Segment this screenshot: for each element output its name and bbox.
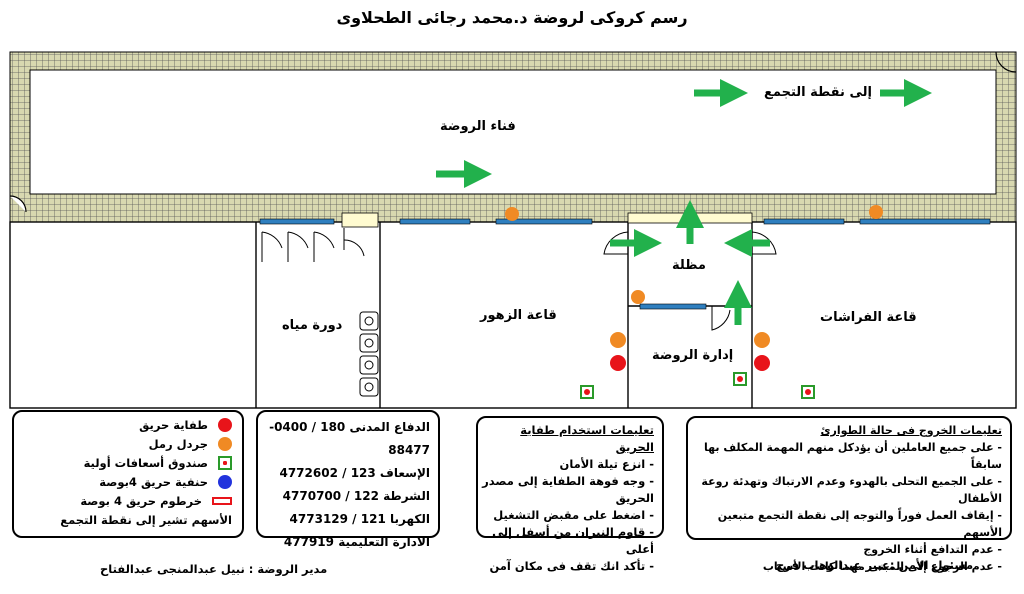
instruction-item: - وجه فوهة الطفاية إلى مصدر الحريق	[482, 474, 654, 505]
legend-item: الأسهم تشير إلى نقطة التجمع	[60, 512, 232, 527]
courtyard-label: فناء الروضة	[440, 119, 516, 134]
canopy-label: مظلة	[672, 258, 706, 273]
page-title: رسم كروكى لروضة د.محمد رجائى الطحلاوى	[336, 8, 688, 27]
phone-line: الادارة التعليمية 477919	[283, 535, 430, 549]
flowers-hall-label: قاعة الزهور	[480, 308, 557, 323]
extinguisher-marker	[610, 355, 626, 371]
legend-item: جردل رمل	[149, 435, 232, 453]
first-aid-icon	[218, 456, 232, 470]
extinguisher-marker	[754, 355, 770, 371]
sand-bucket-marker	[505, 207, 519, 221]
instruction-item: - على جميع العاملين أن يؤدكل منهم المهمة…	[703, 441, 1002, 471]
toilets-label: دورة مياه	[282, 318, 343, 333]
phone-line: الإسعاف 123 / 4772602	[279, 466, 430, 480]
instruction-item: - على الجميع التحلى بالهدوء وعدم الارتبا…	[701, 475, 1002, 505]
legend-item: صندوق أسعافات أولية	[84, 454, 232, 472]
phone-line: الدفاع المدنى 180 / 0400-88477	[269, 420, 430, 457]
emergency-instructions-box: تعليمات الخروج فى حالة الطوارئ - على جمي…	[686, 416, 1012, 573]
instruction-item: - اضغط على مقبض التشغيل	[493, 508, 654, 522]
admin-label: إدارة الروضة	[652, 348, 734, 363]
instruction-item: - عدم الرجوع إلى المبنى مهما كانت الأسبا…	[762, 560, 1002, 573]
security-officer: مسئول الأمن :عبير عبدالوهاب فرج	[776, 558, 974, 572]
legend-item: حنفية حريق 4بوصة	[99, 473, 232, 491]
legend-item: طفاية حريق	[139, 416, 232, 434]
instruction-item: - تأكد انك تقف فى مكان آمن	[489, 559, 654, 573]
extinguisher-instructions-box: تعليمات استخدام طفاية الحريق - انزع تيلة…	[476, 416, 664, 573]
legend-item: خرطوم حريق 4 بوصة	[80, 492, 232, 510]
emergency-heading: تعليمات الخروج فى حالة الطوارئ	[820, 424, 1002, 437]
hose-icon	[212, 497, 232, 505]
phone-line: الكهربا 121 / 4773129	[289, 512, 430, 526]
orange-dot-icon	[218, 437, 232, 451]
phone-numbers-box: الدفاع المدنى 180 / 0400-88477 الإسعاف 1…	[256, 410, 440, 549]
red-dot-icon	[218, 418, 232, 432]
sand-bucket-marker	[610, 332, 626, 348]
manager-signature: مدير الروضة : نبيل عبدالمنجى عبدالفتاح	[100, 562, 328, 576]
extinguisher-heading: تعليمات استخدام طفاية الحريق	[520, 423, 654, 454]
instruction-item: - قاوم النيران من أسفل إلى أعلى	[492, 525, 654, 556]
sand-bucket-marker	[631, 290, 645, 304]
sand-bucket-marker	[869, 205, 883, 219]
instruction-item: - إيقاف العمل فوراً والتوجه إلى نقطة الت…	[717, 509, 1002, 539]
instruction-item: - عدم التدافع أثناء الخروج	[863, 543, 1002, 556]
butterflies-hall-label: قاعة الفراشات	[820, 310, 917, 325]
instruction-item: - انزع تيلة الأمان	[559, 457, 655, 471]
sand-bucket-marker	[754, 332, 770, 348]
phone-line: الشرطة 122 / 4770700	[282, 489, 430, 503]
blue-dot-icon	[218, 475, 232, 489]
assembly-point-label: إلى نقطة التجمع	[764, 85, 872, 100]
legend-box: طفاية حريق جردل رمل صندوق أسعافات أولية …	[12, 410, 244, 538]
